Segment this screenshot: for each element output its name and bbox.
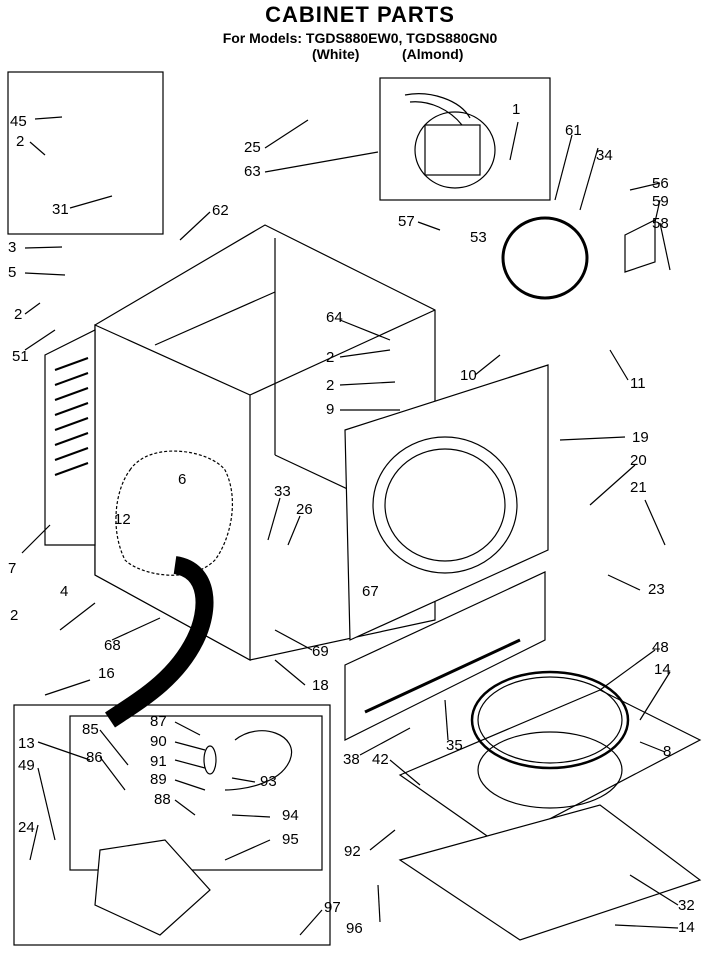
callout-62: 62 xyxy=(212,202,229,219)
callout-34: 34 xyxy=(596,147,613,164)
callout-3: 3 xyxy=(8,239,16,256)
callout-69: 69 xyxy=(312,643,329,660)
side-panel-left xyxy=(44,329,96,546)
inset-box-thermostat xyxy=(7,71,164,235)
color-white-label: (White) xyxy=(312,46,360,62)
callout-1: 1 xyxy=(512,101,520,118)
callout-59: 59 xyxy=(652,193,669,210)
callout-14: 14 xyxy=(654,661,671,678)
base-and-seal xyxy=(398,670,702,941)
callout-33: 33 xyxy=(274,483,291,500)
callout-5: 5 xyxy=(8,264,16,281)
toe-panel xyxy=(344,571,546,741)
callout-26: 26 xyxy=(296,501,313,518)
callout-2: 2 xyxy=(10,607,18,624)
callout-96: 96 xyxy=(346,920,363,937)
inset-box-motor xyxy=(379,77,551,201)
callout-19: 19 xyxy=(632,429,649,446)
callout-2: 2 xyxy=(14,306,22,323)
diagram-title: CABINET PARTS xyxy=(265,2,455,27)
callout-18: 18 xyxy=(312,677,329,694)
callout-49: 49 xyxy=(18,757,35,774)
callout-6: 6 xyxy=(178,471,186,488)
callout-91: 91 xyxy=(150,753,167,770)
callout-2: 2 xyxy=(0,0,8,4)
callout-51: 51 xyxy=(12,348,29,365)
callout-37: 37 xyxy=(0,0,17,4)
callout-7: 7 xyxy=(8,560,16,577)
callout-92: 92 xyxy=(344,843,361,860)
color-almond-label: (Almond) xyxy=(402,46,464,62)
callout-2: 2 xyxy=(326,377,334,394)
idler-bracket xyxy=(624,219,656,273)
callout-56: 56 xyxy=(652,175,669,192)
callout-93: 93 xyxy=(260,773,277,790)
callout-36: 36 xyxy=(0,0,17,4)
callout-57: 57 xyxy=(398,213,415,230)
callout-2: 2 xyxy=(326,349,334,366)
leader-lines xyxy=(21,116,679,936)
callout-25: 25 xyxy=(244,139,261,156)
callout-94: 94 xyxy=(282,807,299,824)
inset-box-controls xyxy=(69,715,323,871)
callout-12: 12 xyxy=(114,511,131,528)
callout-11: 11 xyxy=(630,375,646,392)
callout-95: 95 xyxy=(282,831,299,848)
callout-64: 64 xyxy=(326,309,343,326)
callout-86: 86 xyxy=(86,749,103,766)
callout-85: 85 xyxy=(82,721,99,738)
burner-assembly xyxy=(94,730,293,936)
drive-belt xyxy=(501,216,589,300)
callout-68: 68 xyxy=(104,637,121,654)
model-numbers: For Models: TGDS880EW0, TGDS880GN0 xyxy=(222,30,498,46)
callout-63: 63 xyxy=(244,163,261,180)
callout-31: 31 xyxy=(52,201,69,218)
callout-53: 53 xyxy=(470,229,487,246)
callout-10: 10 xyxy=(460,367,477,384)
callout-14: 14 xyxy=(678,919,695,936)
callout-61: 61 xyxy=(565,122,582,139)
callout-16: 16 xyxy=(98,665,115,682)
motor xyxy=(404,93,496,189)
callout-23: 23 xyxy=(648,581,665,598)
callout-90: 90 xyxy=(150,733,167,750)
callout-2: 2 xyxy=(16,133,24,150)
callout-9: 9 xyxy=(326,401,334,418)
callout-8: 8 xyxy=(663,743,671,760)
exhaust-duct xyxy=(105,556,214,728)
callout-58: 58 xyxy=(652,215,669,232)
callout-42: 42 xyxy=(372,751,389,768)
callout-97: 97 xyxy=(324,899,341,916)
callout-32: 32 xyxy=(678,897,695,914)
callout-67: 67 xyxy=(362,583,379,600)
callout-35: 35 xyxy=(446,737,463,754)
inset-box-burner xyxy=(13,704,331,946)
front-panel xyxy=(344,364,549,641)
callout-38: 38 xyxy=(343,751,360,768)
callout-21: 21 xyxy=(630,479,647,496)
callout-20: 20 xyxy=(630,452,647,469)
callout-88: 88 xyxy=(154,791,171,808)
callout-45: 45 xyxy=(10,113,27,130)
callout-89: 89 xyxy=(150,771,167,788)
callout-48: 48 xyxy=(652,639,669,656)
callout-13: 13 xyxy=(18,735,35,752)
callout-4: 4 xyxy=(60,583,68,600)
callout-24: 24 xyxy=(18,819,35,836)
callout-87: 87 xyxy=(150,713,167,730)
